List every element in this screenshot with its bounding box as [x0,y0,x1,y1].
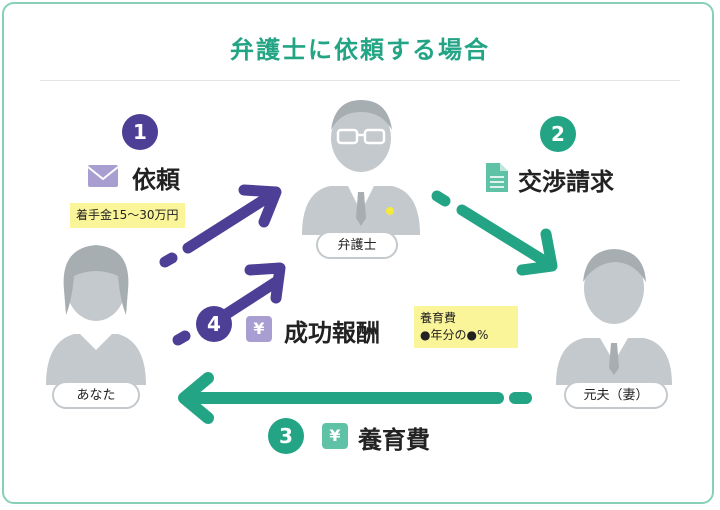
arrow-negotiation [431,190,558,276]
step-1-number: 1 [122,114,158,150]
step-1-label: 依頼 [132,166,180,194]
lawyer-label: 弁護士 [316,231,398,259]
lawyer-figure [302,100,420,235]
yen-icon: ¥ [322,423,348,449]
step-4-label: 成功報酬 [284,319,380,347]
ex-husband-label: 元夫（妻） [564,381,668,409]
success-fee-note-line-1: 養育費 [420,311,457,325]
arrow-child-support [178,372,532,424]
success-fee-note: 養育費 ●年分の●% [414,306,518,348]
step-3-number: 3 [268,418,304,454]
arrow-success-fee [172,262,286,346]
step-3-label: 養育費 [358,426,430,454]
you-label: あなた [52,381,140,409]
title-divider [40,80,680,81]
document-icon [486,163,508,192]
arrow-request [159,184,282,268]
retainer-fee-note: 着手金15～30万円 [70,203,185,228]
success-fee-note-line-2: ●年分の●% [420,328,489,342]
you-figure [46,245,146,385]
diagram-title: 弁護士に依頼する場合 [230,36,490,64]
envelope-icon [87,165,119,187]
yen-icon: ¥ [246,316,272,342]
step-4-number: 4 [196,306,232,342]
ex-husband-figure [556,249,672,385]
step-2-number: 2 [540,116,576,152]
step-2-label: 交渉請求 [518,168,614,196]
